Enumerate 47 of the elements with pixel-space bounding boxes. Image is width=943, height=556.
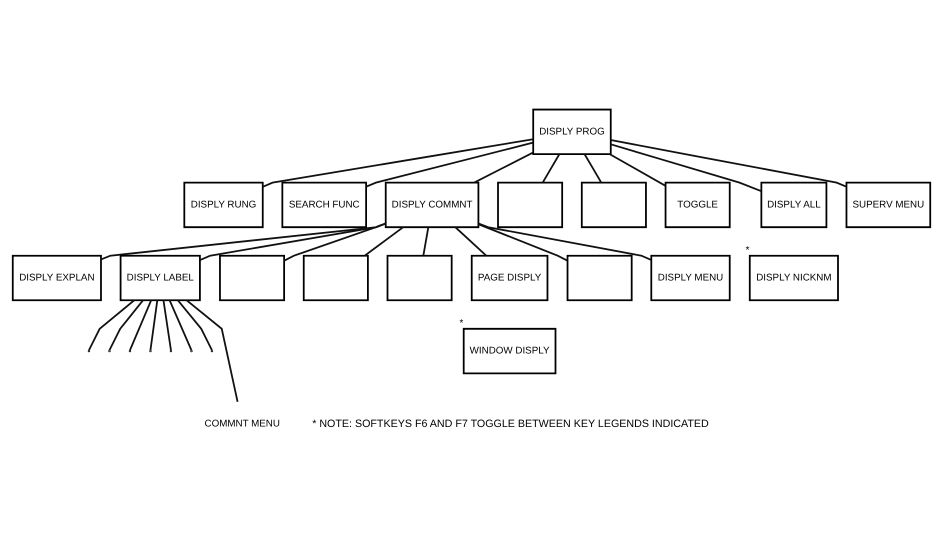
node-box: DISPLY EXPLAN [12,254,102,302]
connector [610,143,762,192]
connector [186,300,238,402]
node-box: DISPLY MENU [650,254,731,302]
connector [584,154,602,183]
label: * NOTE: SOFTKEYS F6 AND F7 TOGGLE BETWEEN KEY LEGENDS INDICATED [312,418,709,430]
node-box: DISPLY LABEL [120,254,201,302]
node-box: PAGE DISPLY [470,254,548,302]
node-box: WINDOW DISPLY [462,328,556,374]
connector [366,142,534,188]
connector [474,152,534,184]
node-box: DISPLY COMMNT [384,182,480,228]
node-box [386,254,453,302]
connector [364,226,404,256]
node-box [219,254,286,302]
connector [284,222,386,262]
node-box: DISPLY ALL [760,182,828,228]
connector [454,226,487,256]
node-label: * [746,244,750,256]
connector [478,223,568,262]
connector [610,139,847,188]
node-box: SEARCH FUNC [281,182,367,228]
connector [108,300,144,351]
node-box: DISPLY PROG [532,108,612,156]
connector [542,154,560,183]
connector [150,300,158,350]
connector [168,300,192,350]
connector [262,138,534,188]
node-box: DISPLY NICKNM [748,254,839,302]
connector [200,222,386,261]
node-label: * [460,318,464,329]
node-box: DISPLY RUNG [183,182,264,228]
connector [88,300,135,351]
node-box [580,182,647,228]
node-box [302,254,369,302]
node-box [566,254,633,302]
connector [162,300,172,350]
node-box: TOGGLE [664,182,731,228]
node-box: SUPERV MENU [846,182,932,228]
connector [609,153,666,187]
connector [177,300,213,351]
connector [422,227,430,256]
node-box [497,182,564,228]
connector [129,300,152,350]
connector [100,222,386,260]
node-text: COMMNT MENU [204,418,280,430]
connector [478,222,652,261]
